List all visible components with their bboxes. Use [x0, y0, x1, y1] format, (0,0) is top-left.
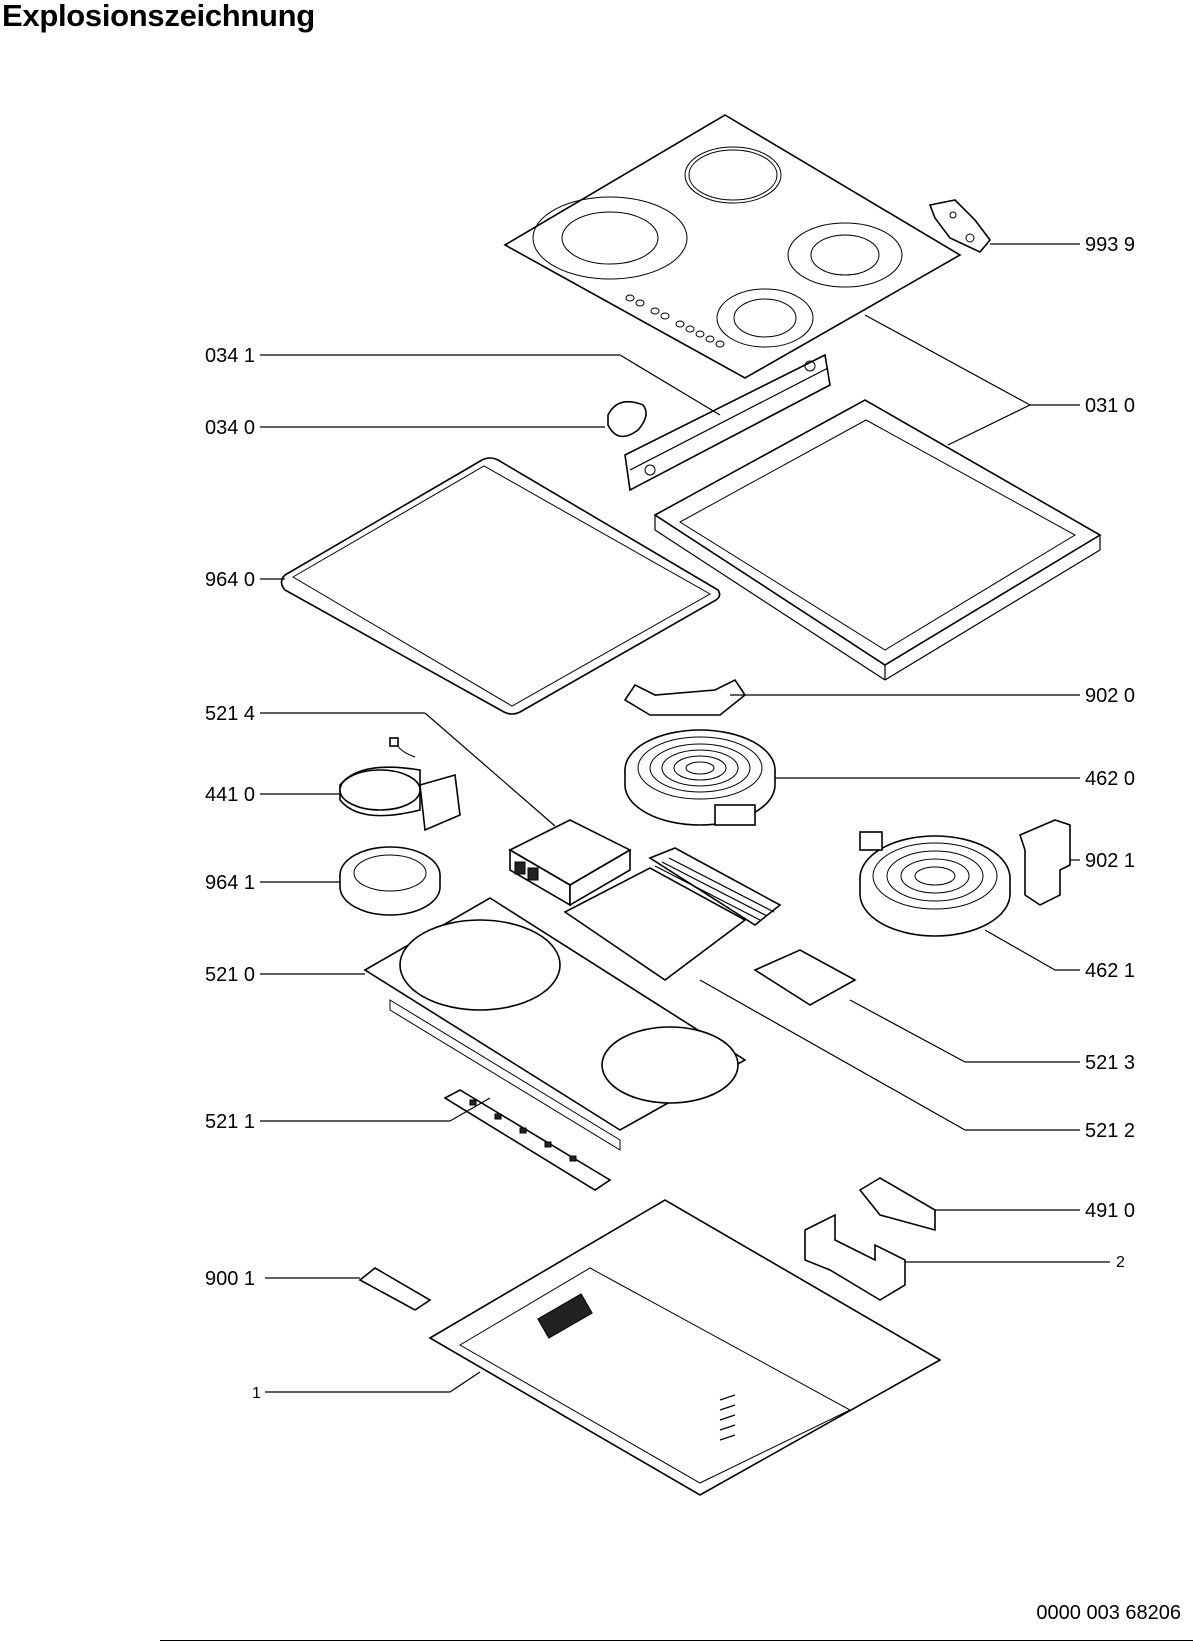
callout-5212: 521 2 — [1085, 1120, 1135, 1142]
mounting-bracket-9939 — [928, 199, 1080, 253]
electronic-module-5214 — [260, 712, 632, 907]
callout-9021: 902 1 — [1085, 850, 1135, 872]
frame-0310 — [653, 314, 1102, 681]
callout-9020: 902 0 — [1085, 685, 1135, 707]
callout-5211: 521 1 — [205, 1111, 255, 1133]
callout-4621: 462 1 — [1085, 960, 1135, 982]
callout-9641: 964 1 — [205, 872, 255, 894]
callout-9939: 993 9 — [1085, 234, 1135, 256]
callout-4410: 441 0 — [205, 784, 255, 806]
callout-4620: 462 0 — [1085, 768, 1135, 790]
connector-strip-5211 — [260, 1089, 612, 1191]
fan-4410 — [260, 737, 461, 832]
callout-9001: 900 1 — [205, 1268, 255, 1290]
callout-0310: 031 0 — [1085, 395, 1135, 417]
glass-ceramic-top — [503, 114, 962, 379]
bracket-9021 — [1019, 819, 1080, 906]
callout-2: 2 — [1116, 1254, 1125, 1271]
induction-assembly-5210 — [260, 897, 747, 1151]
footer-rule — [160, 1640, 1193, 1641]
bracket-9020 — [623, 678, 1080, 716]
radiant-heater-4620 — [624, 729, 1080, 826]
control-rail-0341 — [260, 353, 831, 492]
clip-0340 — [260, 400, 647, 438]
bracket-2 — [804, 1213, 1110, 1301]
terminal-block-4910 — [858, 1177, 1080, 1232]
sealing-ring-9641 — [260, 846, 441, 916]
control-board-5213 — [753, 949, 1080, 1063]
callout-5213: 521 3 — [1085, 1052, 1135, 1074]
page-title: Explosionszeichnung — [2, 0, 315, 33]
power-board-5212 — [563, 847, 1080, 1131]
gasket-0640 — [260, 457, 721, 715]
handle-9001 — [265, 1267, 432, 1311]
callout-1: 1 — [252, 1385, 261, 1402]
callout-5214: 521 4 — [205, 703, 255, 725]
callout-0341: 034 1 — [205, 345, 255, 367]
callout-5210: 521 0 — [205, 964, 255, 986]
radiant-heater-4621 — [859, 831, 1080, 971]
callout-9640: 964 0 — [205, 569, 255, 591]
document-number: 0000 003 68206 — [1036, 1602, 1181, 1624]
callout-4910: 491 0 — [1085, 1200, 1135, 1222]
callout-0340: 034 0 — [205, 417, 255, 439]
bottom-tray-1 — [265, 1199, 942, 1496]
